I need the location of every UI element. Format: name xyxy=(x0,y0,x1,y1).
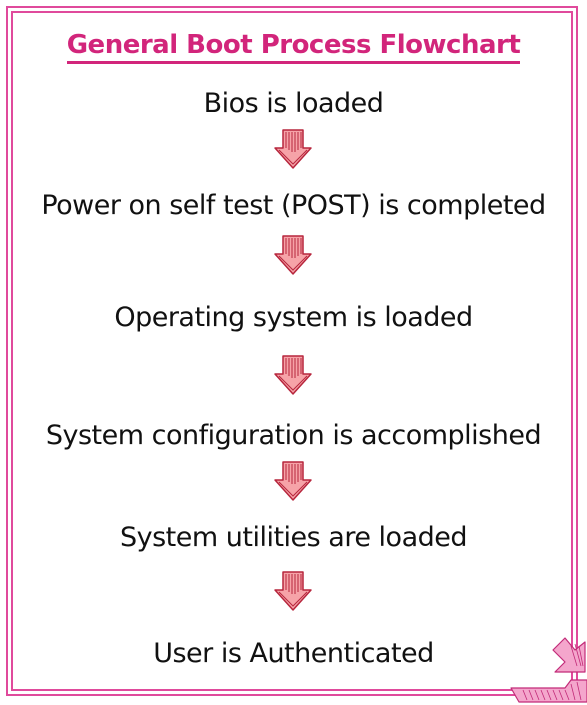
step-utilities-loaded: System utilities are loaded xyxy=(119,522,468,553)
inner-border xyxy=(11,11,573,691)
down-arrow-icon xyxy=(274,355,312,395)
step-system-configuration: System configuration is accomplished xyxy=(45,420,542,451)
down-arrow-icon xyxy=(274,129,312,169)
step-user-authenticated: User is Authenticated xyxy=(153,638,434,669)
flowchart-title-text: General Boot Process Flowchart xyxy=(66,30,521,64)
outer-border xyxy=(6,6,578,696)
step-bios-loaded: Bios is loaded xyxy=(203,88,384,119)
step-post-completed: Power on self test (POST) is completed xyxy=(41,190,546,221)
step-os-loaded: Operating system is loaded xyxy=(114,302,473,333)
corner-arrow-icon xyxy=(510,637,587,703)
down-arrow-icon xyxy=(274,571,312,611)
down-arrow-icon xyxy=(274,235,312,275)
down-arrow-icon xyxy=(274,461,312,501)
flowchart-title: General Boot Process Flowchart xyxy=(0,30,587,64)
